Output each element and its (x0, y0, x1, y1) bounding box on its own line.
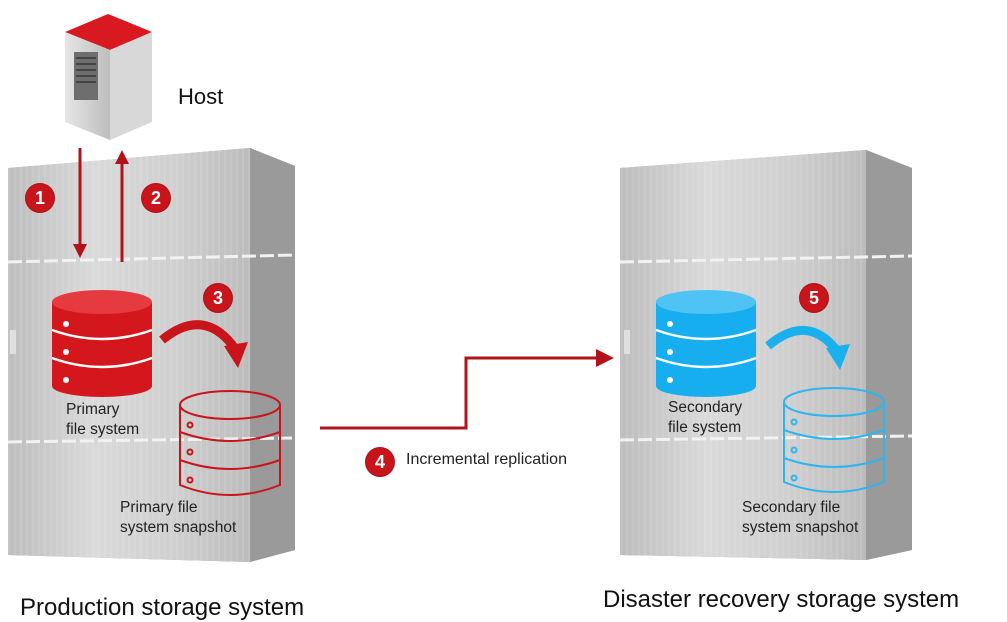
host-label: Host (178, 84, 224, 109)
secondary-fs-label-line1: Secondary (668, 399, 743, 416)
dr-title: Disaster recovery storage system (603, 586, 960, 613)
host-server-icon (65, 14, 152, 140)
secondary-snapshot-database-icon (783, 387, 885, 493)
secondary-fs-label-line2: file system (668, 419, 742, 436)
step-2-badge: 2 (142, 184, 170, 212)
production-cabinet (7, 148, 296, 562)
secondary-snapshot-label-line2: system snapshot (742, 519, 859, 536)
snapshot-arrow-red (159, 320, 248, 368)
ack-arrow (115, 150, 129, 262)
primary-snapshot-label: Primary file system snapshot (120, 498, 236, 538)
primary-fs-label-line2: file system (66, 421, 140, 438)
step-3-badge: 3 (204, 284, 232, 312)
primary-fs-database-icon (51, 290, 153, 397)
primary-snapshot-database-icon (179, 390, 281, 496)
step-1-badge: 1 (26, 184, 54, 212)
production-title: Production storage system (20, 594, 305, 621)
primary-snapshot-label-line1: Primary file (120, 499, 198, 516)
secondary-fs-label: Secondary file system (668, 398, 742, 438)
primary-fs-label: Primary file system (66, 400, 139, 440)
snapshot-arrow-blue (765, 326, 850, 370)
write-arrow (73, 148, 87, 258)
primary-fs-label-line1: Primary (66, 401, 120, 418)
secondary-snapshot-label-line1: Secondary file (742, 499, 841, 516)
primary-snapshot-label-line2: system snapshot (120, 519, 237, 536)
replication-label: Incremental replication (406, 451, 567, 468)
step-4-badge: 4 (366, 448, 394, 476)
secondary-fs-database-icon (655, 290, 757, 397)
secondary-snapshot-label: Secondary file system snapshot (742, 498, 858, 538)
step-5-badge: 5 (800, 284, 828, 312)
replication-arrow (320, 349, 614, 430)
